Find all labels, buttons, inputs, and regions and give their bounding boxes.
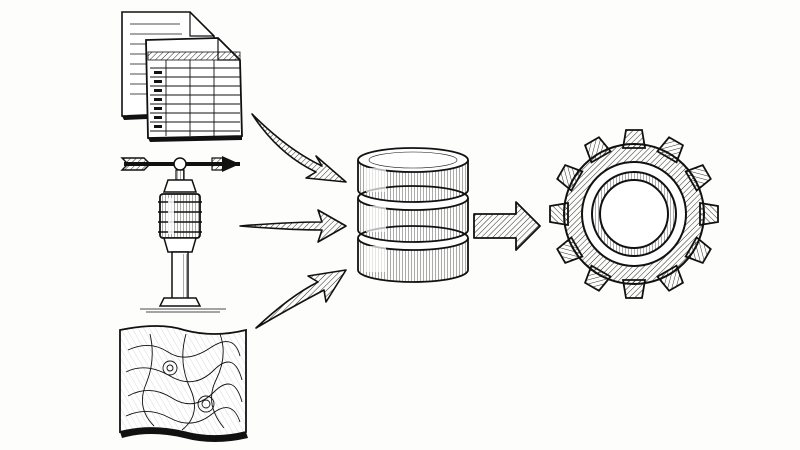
arrow-spreadsheet-to-database: [251, 113, 347, 183]
arrow-database-to-gear: [473, 201, 541, 251]
arrow-map-to-database: [255, 269, 347, 329]
spreadsheet-documents-icon: [121, 11, 243, 142]
gear-icon: [549, 129, 719, 299]
topographic-map-icon: [119, 325, 248, 442]
database-cylinder-icon: [357, 147, 469, 283]
arrow-weather-to-database: [239, 209, 347, 243]
weather-station-anemometer-icon: [120, 156, 240, 313]
